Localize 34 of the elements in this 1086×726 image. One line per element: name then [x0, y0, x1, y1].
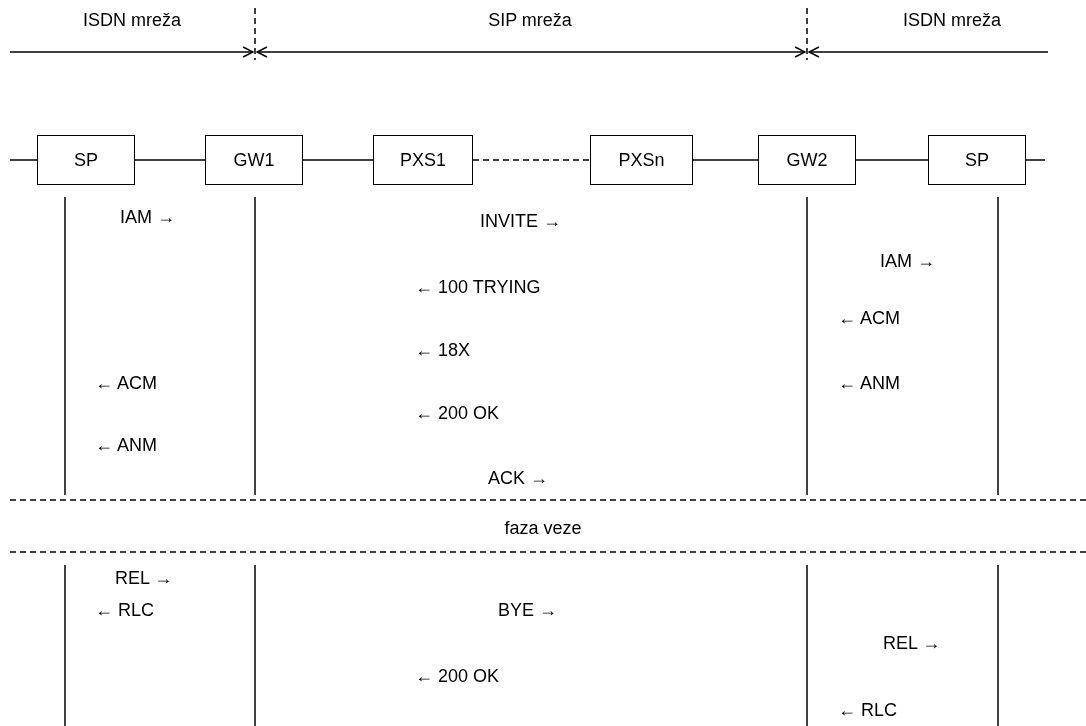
message-label: BYE →: [498, 599, 558, 621]
message-label: INVITE →: [480, 210, 561, 232]
network-element-box: SP: [928, 135, 1026, 185]
message-label: ← 200 OK: [415, 402, 500, 424]
phase-label: faza veze: [504, 517, 582, 539]
network-label: SIP mreža: [488, 9, 572, 31]
message-label: ← 18X: [415, 339, 471, 361]
message-label: IAM →: [880, 250, 935, 272]
network-element-box: GW2: [758, 135, 856, 185]
connector-line: [9, 159, 38, 161]
message-label: ← ANM: [838, 372, 900, 394]
connector-line: [472, 159, 591, 161]
network-element-box: PXSn: [590, 135, 693, 185]
connector-line: [692, 159, 759, 161]
connector-line: [855, 159, 929, 161]
message-label: ← 200 OK: [415, 665, 500, 687]
message-label: ← ANM: [95, 434, 157, 456]
message-label: ← 100 TRYING: [415, 276, 541, 298]
message-label: ← ACM: [95, 372, 157, 394]
message-label: ← RLC: [838, 699, 897, 721]
network-label: ISDN mreža: [903, 9, 1001, 31]
message-label: IAM →: [120, 206, 175, 228]
network-label: ISDN mreža: [83, 9, 181, 31]
network-element-box: GW1: [205, 135, 303, 185]
connector-line: [302, 159, 374, 161]
connector-line: [134, 159, 206, 161]
message-label: REL →: [115, 567, 173, 589]
message-label: REL →: [883, 632, 941, 654]
connector-line: [1025, 159, 1046, 161]
network-element-box: PXS1: [373, 135, 473, 185]
message-label: ← RLC: [95, 599, 154, 621]
network-element-box: SP: [37, 135, 135, 185]
message-label: ACK →: [488, 467, 548, 489]
message-label: ← ACM: [838, 307, 900, 329]
